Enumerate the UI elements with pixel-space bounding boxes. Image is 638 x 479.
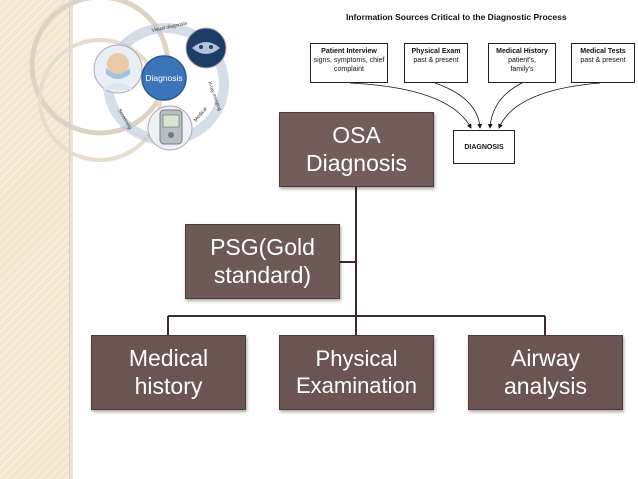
source-title: Medical Tests (580, 48, 626, 55)
source-title: Patient Interview (321, 48, 377, 55)
node-osa-diagnosis: OSA Diagnosis (279, 112, 434, 187)
source-box-medical-history: Medical History patient's, family's (488, 43, 556, 83)
source-title: Physical Exam (411, 48, 461, 55)
info-diagram-title: Information Sources Critical to the Diag… (346, 12, 567, 22)
diagnosis-cluster-graphic: Diagnosis Visual diagnosis X-ray imaging… (93, 20, 229, 151)
diagnosis-target-box: DIAGNOSIS (453, 130, 515, 164)
source-box-patient-interview: Patient Interview signs, symptoms, chief… (310, 43, 388, 83)
source-desc: signs, symptoms, chief complaint (313, 57, 385, 73)
cluster-center-label: Diagnosis (145, 73, 182, 83)
glucometer-icon (147, 105, 193, 151)
source-desc: past & present (580, 57, 626, 64)
source-title: Medical History (496, 48, 548, 55)
source-desc: patient's, family's (508, 57, 536, 73)
node-psg-gold-standard: PSG(Gold standard) (185, 224, 340, 299)
source-box-physical-exam: Physical Exam past & present (404, 43, 468, 83)
source-box-medical-tests: Medical Tests past & present (571, 43, 635, 83)
node-physical-examination: Physical Examination (279, 335, 434, 410)
doctor-face-icon (93, 44, 143, 94)
node-medical-history: Medical history (91, 335, 246, 410)
node-airway-analysis: Airway analysis (468, 335, 623, 410)
diagnosis-center-circle (141, 55, 187, 101)
info-arrows (349, 82, 601, 129)
source-desc: past & present (413, 57, 459, 64)
information-sources-diagram: Information Sources Critical to the Diag… (300, 6, 638, 166)
strip-edge (70, 0, 73, 479)
xray-icon (185, 27, 227, 69)
